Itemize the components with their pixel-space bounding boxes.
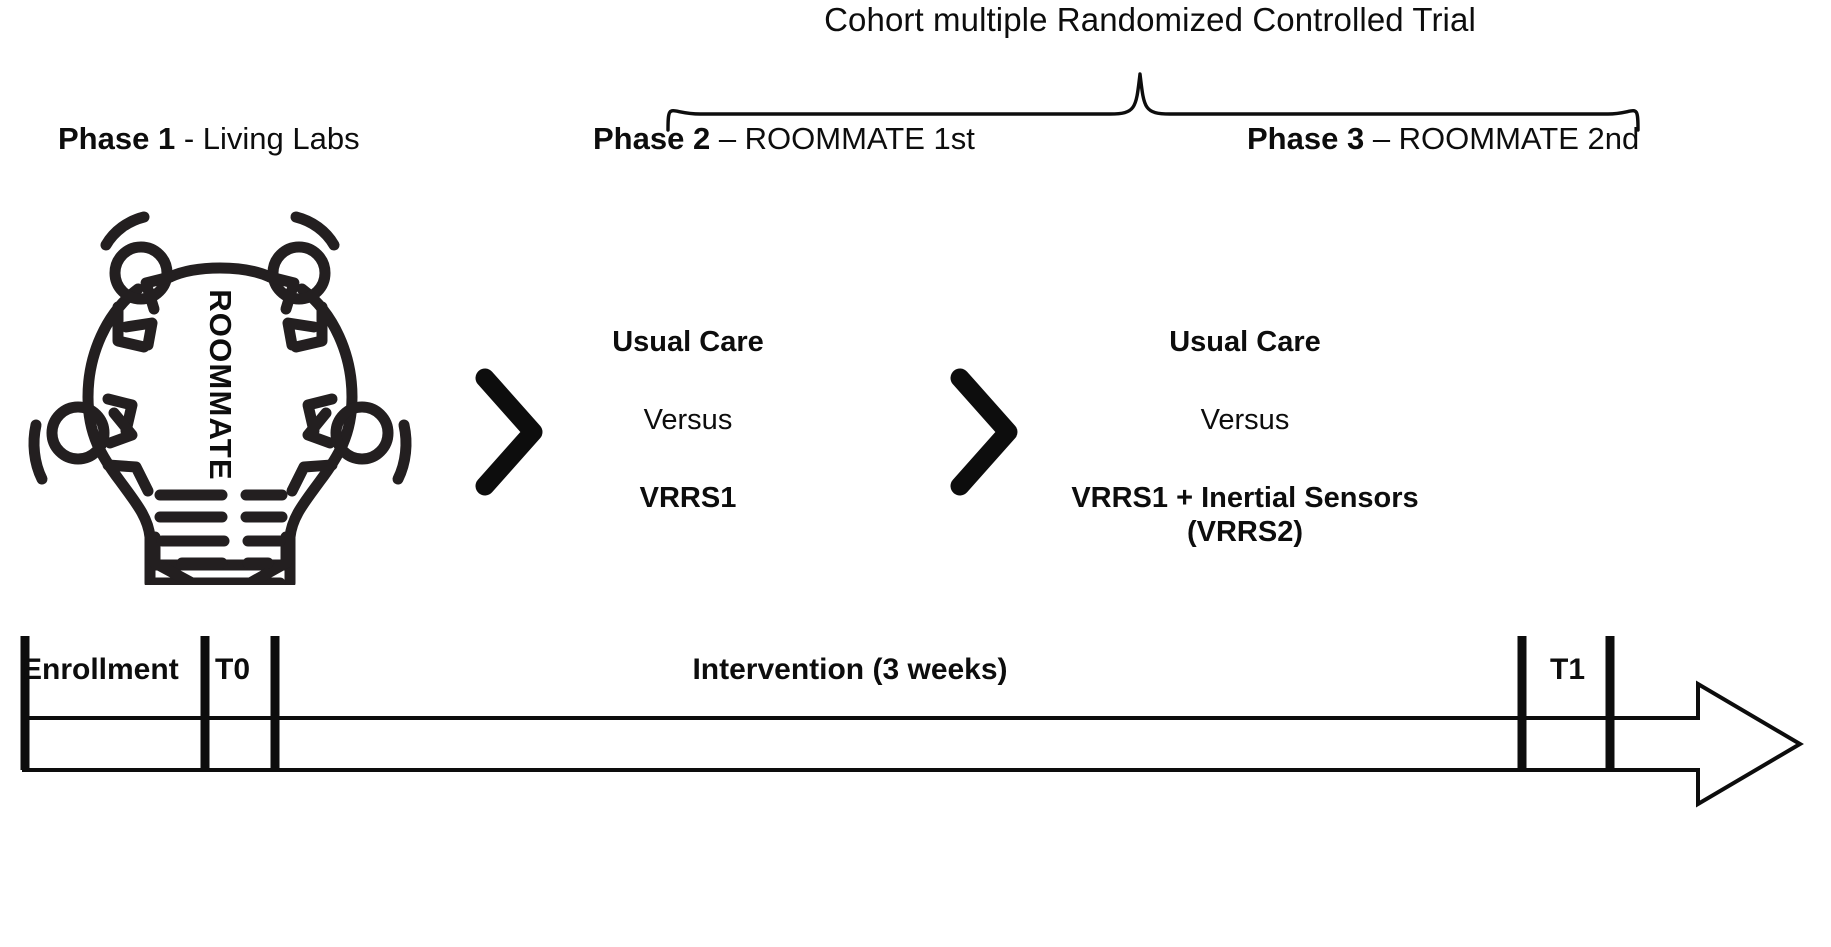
phase-3-number: Phase 3: [1247, 121, 1365, 156]
timeline-label-t1: T1: [1550, 653, 1586, 686]
phase-2-separator: –: [710, 121, 745, 156]
cohort-trial-caption: Cohort multiple Randomized Controlled Tr…: [824, 1, 1476, 38]
phase-3-separator: –: [1364, 121, 1399, 156]
timeline-label-enrollment: Enrollment: [22, 653, 179, 686]
timeline-arrow: [20, 636, 1804, 808]
spacer: [1040, 359, 1450, 403]
spacer: [533, 437, 843, 481]
spacer: [1040, 437, 1450, 481]
phase-2-arms: Usual Care Versus VRRS1: [533, 325, 843, 515]
timeline-label-t0: T0: [215, 653, 251, 686]
phase-1-title: Living Labs: [202, 121, 360, 156]
phase-3-arm-versus: Versus: [1200, 404, 1290, 436]
lightbulb-screw-base-icon: [149, 489, 292, 585]
phase-2-arm-versus: Versus: [643, 404, 733, 436]
phase-2-heading: Phase 2 – ROOMMATE 1st: [593, 120, 975, 158]
phase-2-title: ROOMMATE 1st: [744, 121, 975, 156]
phase-1-heading: Phase 1 - Living Labs: [58, 120, 360, 158]
phase-2-number: Phase 2: [593, 121, 711, 156]
phase-3-arm-usual-care: Usual Care: [1169, 326, 1321, 358]
chevron-right-icon-1: [475, 368, 543, 496]
phase-2-arm-usual-care: Usual Care: [612, 326, 764, 358]
phase-3-heading: Phase 3 – ROOMMATE 2nd: [1247, 120, 1639, 158]
phase-3-arm-vrrs2: (VRRS2): [1186, 516, 1303, 548]
phase-3-arms: Usual Care Versus VRRS1 + Inertial Senso…: [1040, 325, 1450, 549]
phase-3-title: ROOMMATE 2nd: [1398, 121, 1640, 156]
spacer: [533, 359, 843, 403]
phase-1-separator: -: [175, 121, 203, 156]
spanning-brace: [666, 72, 1640, 132]
phase-2-arm-vrrs1: VRRS1: [639, 482, 737, 514]
study-timeline: Enrollment T0 Intervention (3 weeks) T1: [0, 636, 1831, 947]
phase-3-arm-vrrs1-inertial: VRRS1 + Inertial Sensors: [1071, 482, 1419, 514]
timeline-label-intervention: Intervention (3 weeks): [692, 653, 1008, 686]
chevron-right-icon-2: [950, 368, 1018, 496]
phase-1-number: Phase 1: [58, 121, 176, 156]
